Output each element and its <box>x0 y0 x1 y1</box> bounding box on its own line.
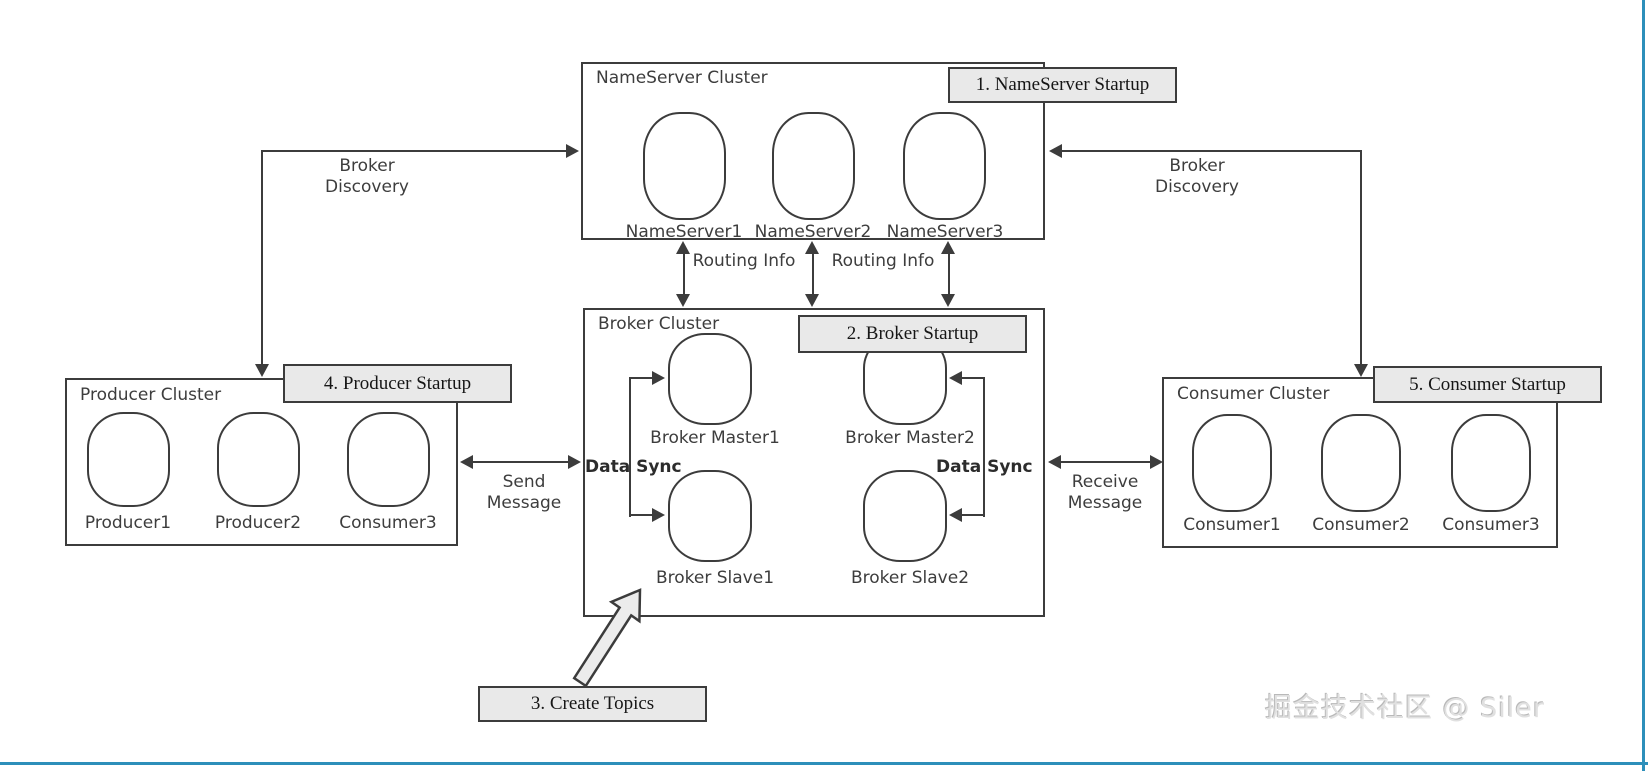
broker-master1-label: Broker Master1 <box>650 428 780 448</box>
broker-discovery-right-vline <box>1360 150 1362 364</box>
consumer3-label: Consumer3 <box>1442 515 1540 535</box>
producer-consumer3-label: Consumer3 <box>339 513 437 533</box>
step2-broker-startup: 2. Broker Startup <box>798 315 1027 353</box>
watermark-text: 掘金技术社区 @ Siler <box>1264 693 1545 724</box>
routing-arrow2-up-arrowhead <box>805 241 819 254</box>
step3-create-topics: 3. Create Topics <box>478 686 707 722</box>
send-message-line <box>472 461 570 463</box>
data-sync-right-bottom-arrowhead <box>949 508 962 522</box>
data-sync-label-left: Data Sync <box>585 457 682 477</box>
consumer-cluster-title: Consumer Cluster <box>1177 384 1330 404</box>
nameserver1-label: NameServer1 <box>625 222 743 242</box>
nameserver-cluster-title: NameServer Cluster <box>596 68 768 88</box>
broker-discovery-label-right: Broker Discovery <box>1155 156 1239 197</box>
send-message-right-arrowhead <box>568 455 581 469</box>
nameserver2-node <box>772 112 855 220</box>
nameserver1-node <box>643 112 726 220</box>
send-message-label: Send Message <box>486 472 562 513</box>
producer1-label: Producer1 <box>84 513 172 533</box>
data-sync-left-top-arrowhead <box>652 371 665 385</box>
data-sync-right-bottom-stub <box>960 514 985 516</box>
data-sync-left-bottom-arrowhead <box>652 508 665 522</box>
producer1-node <box>87 412 170 507</box>
broker-slave2-node <box>863 470 947 562</box>
broker-master2-label: Broker Master2 <box>845 428 975 448</box>
broker-slave1-node <box>668 470 752 562</box>
receive-message-line <box>1060 461 1152 463</box>
frame-right-accent-line <box>1642 0 1645 771</box>
routing-arrow1-up-arrowhead <box>676 241 690 254</box>
broker-discovery-left-down-arrowhead <box>255 364 269 377</box>
nameserver3-label: NameServer3 <box>886 222 1004 242</box>
consumer2-node <box>1321 414 1401 512</box>
receive-message-right-arrowhead <box>1150 455 1163 469</box>
consumer3-node <box>1451 414 1531 512</box>
broker-cluster-box <box>583 308 1045 617</box>
receive-message-label: Receive Message <box>1067 472 1143 513</box>
routing-info-label-left: Routing Info <box>692 251 796 271</box>
routing-arrow3-line <box>948 253 950 295</box>
routing-info-label-right: Routing Info <box>831 251 935 271</box>
producer2-node <box>217 412 300 507</box>
routing-arrow3-up-arrowhead <box>941 241 955 254</box>
broker-discovery-right-left-arrowhead <box>1049 144 1062 158</box>
producer-cluster-title: Producer Cluster <box>80 385 222 405</box>
step1-nameserver-startup: 1. NameServer Startup <box>948 67 1177 103</box>
consumer-cluster-box <box>1162 377 1558 548</box>
data-sync-right-line <box>983 377 985 517</box>
consumer1-label: Consumer1 <box>1183 515 1281 535</box>
routing-arrow1-line <box>683 253 685 295</box>
broker-discovery-label-left: Broker Discovery <box>325 156 409 197</box>
broker-slave2-label: Broker Slave2 <box>850 568 970 588</box>
step4-producer-startup: 4. Producer Startup <box>283 364 512 403</box>
data-sync-right-top-stub <box>960 377 985 379</box>
broker-slave1-label: Broker Slave1 <box>655 568 775 588</box>
producer2-label: Producer2 <box>214 513 302 533</box>
routing-arrow2-down-arrowhead <box>805 294 819 307</box>
broker-discovery-left-vline <box>261 150 263 364</box>
broker-master1-node <box>668 333 752 425</box>
broker-discovery-left-right-arrowhead <box>566 144 579 158</box>
broker-discovery-right-down-arrowhead <box>1354 364 1368 377</box>
consumer1-node <box>1192 414 1272 512</box>
broker-discovery-left-hline <box>262 150 568 152</box>
routing-arrow1-down-arrowhead <box>676 294 690 307</box>
data-sync-left-top-stub <box>629 377 654 379</box>
producer-consumer3-node <box>347 412 430 507</box>
data-sync-left-line <box>629 377 631 517</box>
nameserver3-node <box>903 112 986 220</box>
data-sync-left-bottom-stub <box>629 514 654 516</box>
data-sync-right-top-arrowhead <box>949 371 962 385</box>
nameserver2-label: NameServer2 <box>754 222 872 242</box>
routing-arrow2-line <box>812 253 814 295</box>
producer-cluster-box <box>65 378 458 546</box>
nameserver-cluster-box <box>581 62 1045 240</box>
routing-arrow3-down-arrowhead <box>941 294 955 307</box>
send-message-left-arrowhead <box>460 455 473 469</box>
broker-discovery-right-hline <box>1062 150 1362 152</box>
frame-bottom-accent-line <box>0 762 1648 765</box>
step5-consumer-startup: 5. Consumer Startup <box>1373 366 1602 403</box>
consumer2-label: Consumer2 <box>1312 515 1410 535</box>
data-sync-label-right: Data Sync <box>936 457 1033 477</box>
broker-cluster-title: Broker Cluster <box>598 314 720 334</box>
receive-message-left-arrowhead <box>1048 455 1061 469</box>
